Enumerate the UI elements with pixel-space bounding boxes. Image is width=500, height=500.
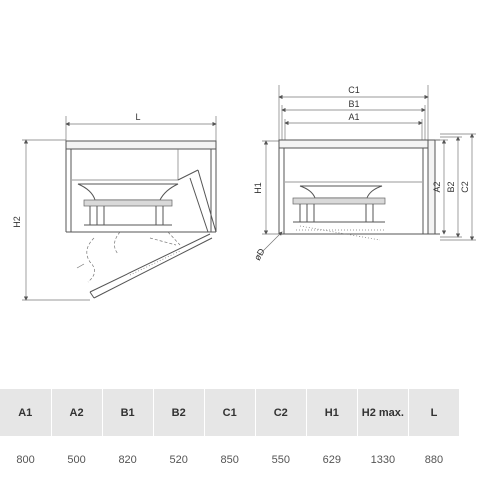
value-h2-max: 1330	[370, 453, 396, 466]
dim-label-A2: A2	[432, 181, 442, 192]
dim-label-C1: C1	[348, 85, 360, 95]
dim-label-H1: H1	[253, 182, 263, 194]
value-b1: 820	[118, 453, 137, 466]
technical-drawing: L H2	[12, 85, 476, 301]
header-h1: H1	[306, 389, 358, 436]
value-c2: 550	[271, 453, 290, 466]
dim-label-A1: A1	[348, 112, 359, 122]
dim-label-C2: C2	[460, 181, 470, 193]
side-view: L H2	[12, 112, 217, 301]
dim-label-H2: H2	[12, 216, 22, 228]
value-c1: 850	[220, 453, 239, 466]
dim-label-B1: B1	[348, 99, 359, 109]
spec-table-row: 800 500 820 520 850 550 629 1330 880	[0, 436, 460, 483]
header-l: L	[408, 389, 461, 436]
value-b2: 520	[169, 453, 188, 466]
header-a1: A1	[0, 389, 52, 436]
header-b2: B2	[153, 389, 205, 436]
value-l: 880	[424, 453, 444, 466]
header-b1: B1	[102, 389, 154, 436]
dim-label-L: L	[135, 112, 140, 122]
dim-label-B2: B2	[446, 181, 456, 192]
front-view: C1 B1 A1 H1	[252, 85, 476, 262]
header-h2-max: H2 max.	[357, 389, 409, 436]
header-c2: C2	[255, 389, 307, 436]
header-a2: A2	[51, 389, 103, 436]
value-a1: 800	[16, 453, 35, 466]
header-c1: C1	[204, 389, 256, 436]
spec-table: A1 A2 B1 B2 C1 C2 H1 H2 max. L 800 500 8…	[0, 389, 461, 483]
value-h1: 629	[322, 453, 341, 466]
value-a2: 500	[67, 453, 86, 466]
spec-table-header-row: A1 A2 B1 B2 C1 C2 H1 H2 max. L	[0, 389, 461, 436]
dim-label-D: øD	[252, 246, 267, 262]
